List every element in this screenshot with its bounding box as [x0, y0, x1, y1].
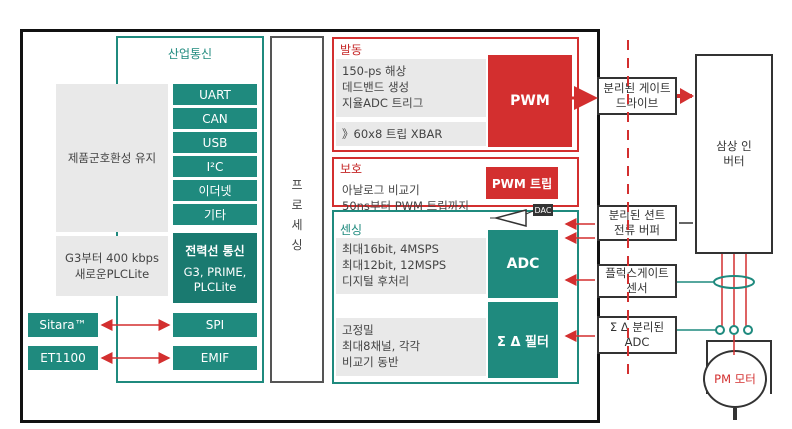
fluxgate-sensor: 플럭스게이트 센서: [597, 264, 677, 298]
sensing-line-1: 최대16bit, 4MSPS: [342, 242, 439, 256]
protection-title: 보호: [340, 162, 363, 176]
actuation-features: 150-ps 해상 데드밴드 생성 지율ADC 트리그: [336, 59, 486, 117]
compat-block: 제품군호환성 유지: [56, 84, 168, 232]
ethernet-block: 이더넷: [173, 180, 257, 201]
dac-icon: [533, 204, 553, 216]
g3-block: G3부터 400 kbps 새로운PLCLite: [56, 236, 168, 296]
actuation-line-1: 150-ps 해상: [342, 64, 407, 78]
spi-block: SPI: [173, 313, 257, 337]
pwm-block: PWM: [488, 55, 572, 147]
actuation-line-3: 지율ADC 트리그: [342, 96, 424, 110]
protection-line-2: 50ns부터 PWM 트립까지: [342, 199, 469, 213]
isolated-shunt-buffer: 분리된 션트 전류 버퍼: [597, 205, 677, 241]
dac-label: DAC: [535, 206, 552, 215]
filter-line-1: 고정밀: [342, 323, 374, 337]
protection-line-1: 아날로그 비교기: [342, 183, 420, 197]
sensing-features: 최대16bit, 4MSPS 최대12bit, 12MSPS 디지털 후처리: [336, 238, 486, 294]
shunt-node-c: [743, 325, 753, 335]
dac-to-comp-line: [525, 210, 534, 215]
fluxgate-text: 플럭스게이트 센서: [605, 266, 669, 295]
sitara-chip: Sitara™: [28, 313, 98, 337]
adc-block: ADC: [488, 230, 558, 298]
gate-to-inverter-head: [680, 88, 694, 104]
protection-group: [332, 157, 579, 207]
filter-line-2: 최대8채널, 각각: [342, 339, 421, 353]
filter-line-3: 비교기 동반: [342, 355, 399, 369]
compat-text: 제품군호환성 유지: [67, 151, 157, 165]
xbar-feature: 》60x8 트립 XBAR: [336, 122, 486, 146]
powerline-title: 전력선 통신: [185, 243, 245, 258]
pm-motor: PM 모터: [703, 350, 767, 408]
powerline-block: 전력선 통신 G3, PRIME, PLCLite: [173, 233, 257, 303]
shunt-node-a: [715, 325, 725, 335]
sensing-group: [332, 210, 579, 384]
usb-block: USB: [173, 132, 257, 153]
i2c-block: I²C: [173, 156, 257, 177]
sensing-line-3: 디지털 후처리: [342, 274, 410, 288]
powerline-sub: G3, PRIME, PLCLite: [183, 264, 247, 294]
uart-block: UART: [173, 84, 257, 105]
sigma-delta-isolated-adc: Σ Δ 분리된 ADC: [597, 316, 677, 354]
isolated-gate-drive: 분리된 게이트 드라이브: [597, 77, 677, 115]
et1100-chip: ET1100: [28, 346, 98, 370]
shunt-text: 분리된 션트 전류 버퍼: [608, 208, 666, 237]
processing-label: 프로세싱: [291, 178, 303, 252]
processing-block: [270, 36, 324, 383]
actuation-title: 발동: [340, 43, 363, 57]
gate-drive-text: 분리된 게이트 드라이브: [603, 81, 671, 110]
emif-block: EMIF: [173, 346, 257, 370]
sensing-line-2: 최대12bit, 12MSPS: [342, 258, 447, 272]
filter-features: 고정밀 최대8채널, 각각 비교기 동반: [336, 318, 486, 376]
shunt-node-b: [729, 325, 739, 335]
sensing-title: 센싱: [340, 223, 363, 237]
actuation-line-2: 데드밴드 생성: [342, 80, 410, 94]
inverter-text: 삼상 인버터: [716, 139, 752, 168]
other-block: 기타: [173, 204, 257, 225]
pm-motor-text: PM 모터: [714, 372, 756, 386]
can-block: CAN: [173, 108, 257, 129]
sd-adc-text: Σ Δ 분리된 ADC: [609, 320, 665, 349]
pwm-trip-block: PWM 트립: [486, 167, 558, 199]
comparator-icon: [493, 209, 527, 227]
comm-title: 산업통신: [167, 46, 213, 61]
g3-text: G3부터 400 kbps 새로운PLCLite: [65, 251, 159, 281]
sigma-delta-filter-block: Σ Δ 필터: [488, 302, 558, 378]
three-phase-inverter: 삼상 인버터: [695, 54, 773, 254]
